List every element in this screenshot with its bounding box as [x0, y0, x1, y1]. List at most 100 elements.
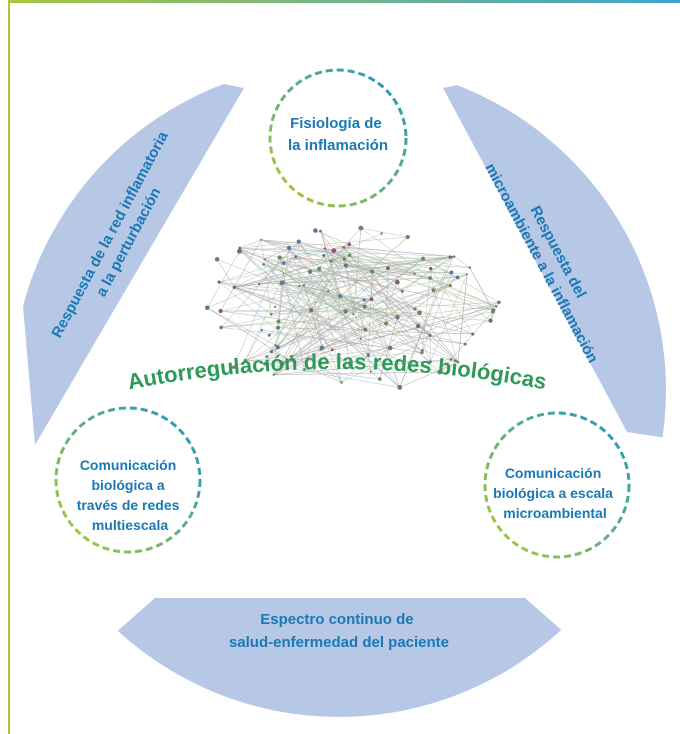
network-edge [234, 286, 312, 311]
network-edge [239, 239, 262, 249]
network-edge [220, 241, 300, 328]
network-node [286, 245, 292, 251]
network-edge [309, 271, 431, 362]
network-edge [239, 247, 455, 257]
network-node [494, 305, 498, 308]
network-edge [278, 327, 473, 335]
network-node [363, 327, 368, 332]
network-edge [271, 298, 372, 352]
network-node [307, 269, 313, 274]
network-edge [291, 311, 493, 357]
network-node [456, 360, 460, 364]
circle-right [483, 411, 631, 559]
network-node [340, 381, 343, 384]
network-edge [368, 354, 371, 372]
network-node [384, 321, 389, 326]
network-edge [320, 323, 387, 351]
center-title: Autorregulación de las redes biológicas [125, 349, 548, 394]
network-node [263, 362, 267, 366]
network-node [317, 266, 322, 271]
network-graph-icon [205, 225, 501, 390]
network-edge [239, 251, 431, 279]
segment-bottom-text: Espectro continuo de salud-enfermedad de… [229, 611, 449, 651]
network-edge [298, 241, 369, 356]
circle-top-line-2: la inflamación [288, 137, 388, 154]
network-node [308, 308, 314, 313]
network-edge [399, 361, 459, 388]
circle-right-line-2: biológica a escala [493, 485, 613, 501]
network-edge [233, 287, 361, 340]
network-edge [291, 308, 416, 357]
network-node [370, 269, 375, 274]
network-edge [221, 273, 468, 328]
network-node [343, 263, 349, 268]
network-edge [397, 282, 431, 362]
network-edge [341, 305, 497, 383]
network-node [358, 225, 364, 231]
network-edge [349, 254, 459, 363]
network-edge [328, 256, 451, 292]
network-node [257, 282, 261, 285]
network-node [232, 365, 236, 369]
network-node [431, 288, 436, 293]
segment-bottom-line-2: salud-enfermedad del paciente [229, 634, 449, 651]
network-node [369, 370, 372, 373]
network-edge [370, 308, 416, 372]
network-node [366, 353, 370, 357]
network-node [413, 272, 416, 275]
network-edge [245, 329, 262, 361]
network-edge [343, 247, 497, 307]
network-node [428, 333, 432, 337]
circle-right-line-1: Comunicación [505, 465, 601, 481]
network-edge [324, 248, 423, 353]
circle-right-line-3: microambiental [503, 505, 606, 521]
network-node [463, 342, 467, 346]
network-edge [207, 307, 276, 346]
network-node [263, 258, 266, 261]
network-edge [298, 241, 494, 311]
network-edge [281, 256, 454, 284]
network-node [319, 345, 325, 350]
network-edge [279, 257, 354, 315]
network-edge [283, 262, 312, 311]
network-node [327, 290, 330, 293]
network-node [359, 338, 362, 340]
frame-left-line [8, 0, 10, 734]
network-node [217, 280, 221, 284]
network-edge [207, 251, 240, 308]
network-edge [239, 247, 324, 256]
network-edge [271, 351, 342, 383]
network-node [437, 370, 442, 375]
network-node [455, 275, 460, 280]
network-node [275, 345, 280, 350]
network-edge [264, 352, 423, 365]
network-edge [233, 257, 280, 368]
network-edge [323, 255, 341, 297]
network-node [380, 232, 383, 235]
network-edge [261, 239, 290, 249]
network-edge [298, 285, 366, 330]
network-edge [239, 241, 299, 249]
network-node [448, 284, 452, 288]
network-edge [264, 259, 342, 383]
network-node [269, 312, 273, 316]
network-node [362, 298, 366, 302]
network-edge [234, 256, 454, 288]
circle-left [54, 406, 202, 554]
network-edge [282, 282, 431, 336]
network-edge [397, 305, 497, 318]
network-edge [331, 256, 451, 262]
network-node [417, 310, 422, 316]
network-node [449, 358, 453, 361]
network-edge [315, 230, 497, 307]
network-edge [430, 268, 474, 335]
network-node [329, 259, 333, 263]
network-edge [341, 354, 369, 383]
network-node [471, 332, 475, 336]
network-edge [219, 254, 350, 283]
network-node [330, 348, 334, 352]
network-edge [360, 227, 408, 238]
network-edge [322, 302, 499, 349]
network-edge [295, 256, 415, 275]
